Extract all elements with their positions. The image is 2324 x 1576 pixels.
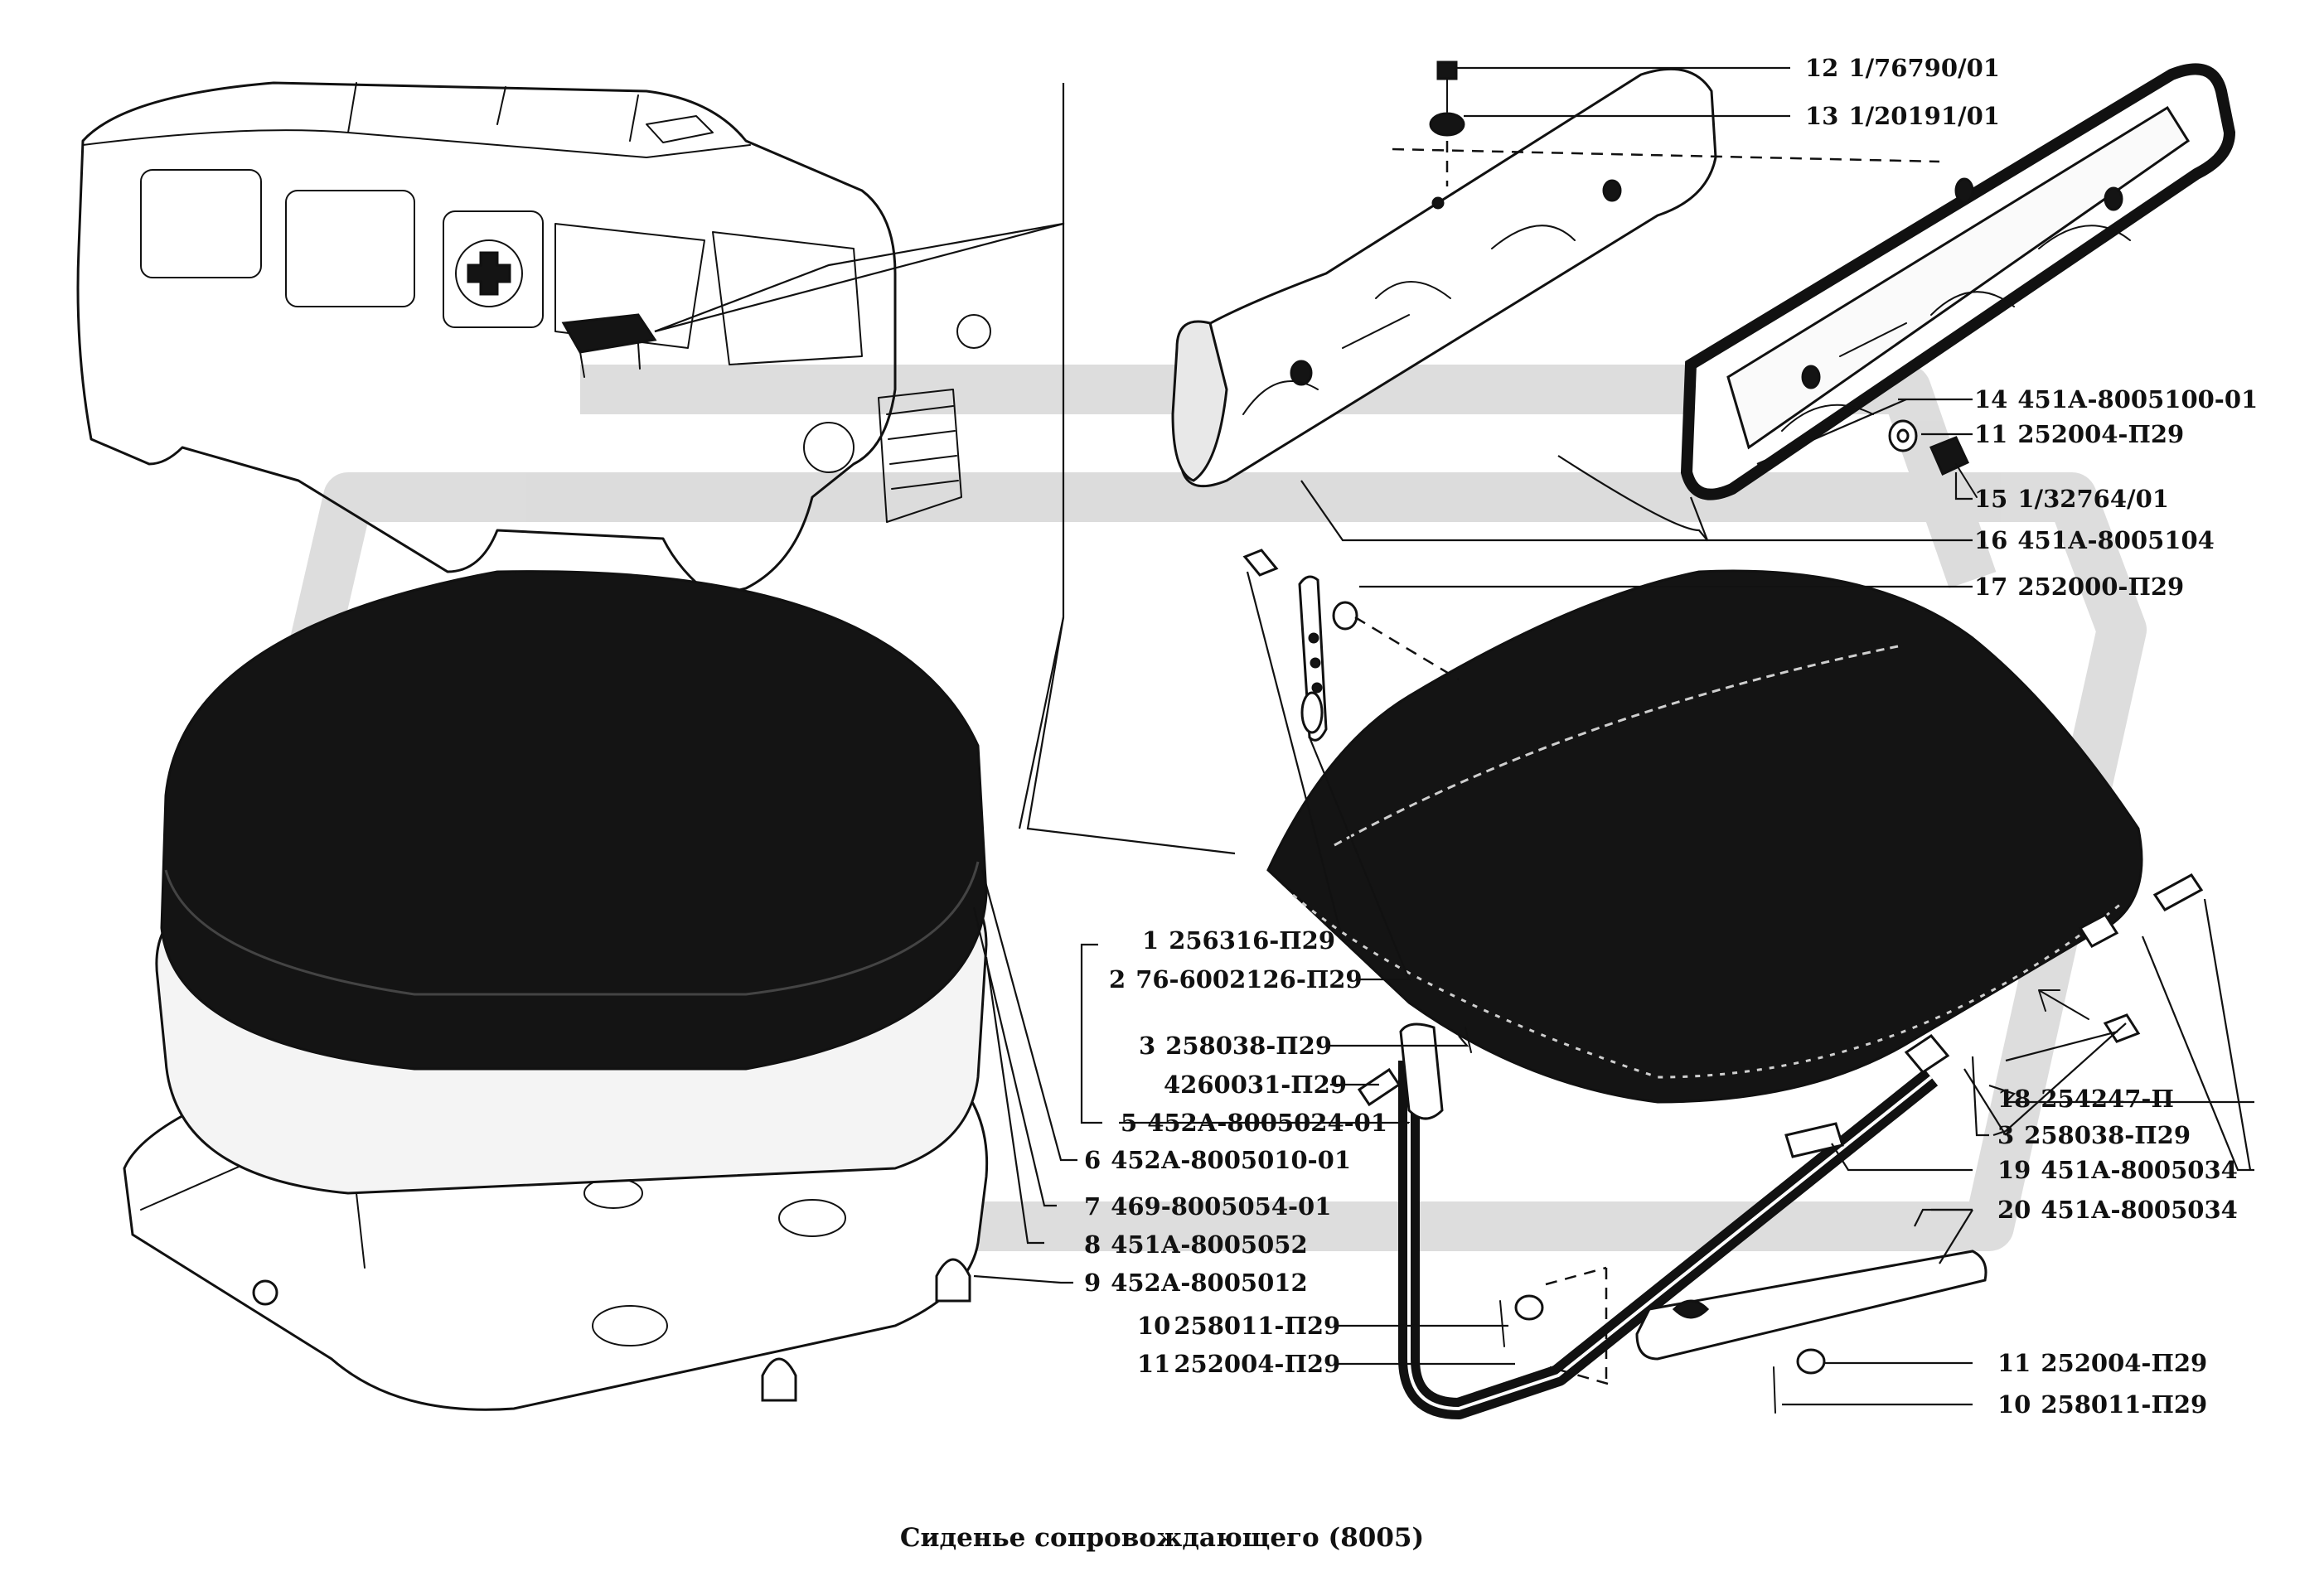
callout-leaders bbox=[972, 66, 2254, 1406]
van-illustration bbox=[76, 81, 991, 598]
washer-13 bbox=[1429, 112, 1465, 137]
washer-11-hole bbox=[1896, 428, 1910, 443]
screw-12 bbox=[1436, 60, 1458, 113]
backrest-panel-14 bbox=[1680, 63, 2236, 500]
dash-washer bbox=[1354, 616, 1460, 681]
armrest-pad-16 bbox=[1171, 67, 1717, 488]
leader-lines-van bbox=[654, 83, 1236, 855]
hinge-lugs bbox=[252, 1258, 971, 1402]
dash-lower-left-3 bbox=[1549, 1366, 1609, 1385]
callout-4260031: 4260031-П29 bbox=[1164, 1071, 1347, 1099]
dash-lower-left-2 bbox=[1545, 1266, 1607, 1286]
diagram-caption: Сиденье сопровождающего (8005) bbox=[900, 1523, 1424, 1553]
bolt-15 bbox=[1929, 436, 1978, 498]
right-seat-assembly bbox=[1242, 549, 2204, 1419]
left-seat-assembly bbox=[123, 570, 989, 1411]
